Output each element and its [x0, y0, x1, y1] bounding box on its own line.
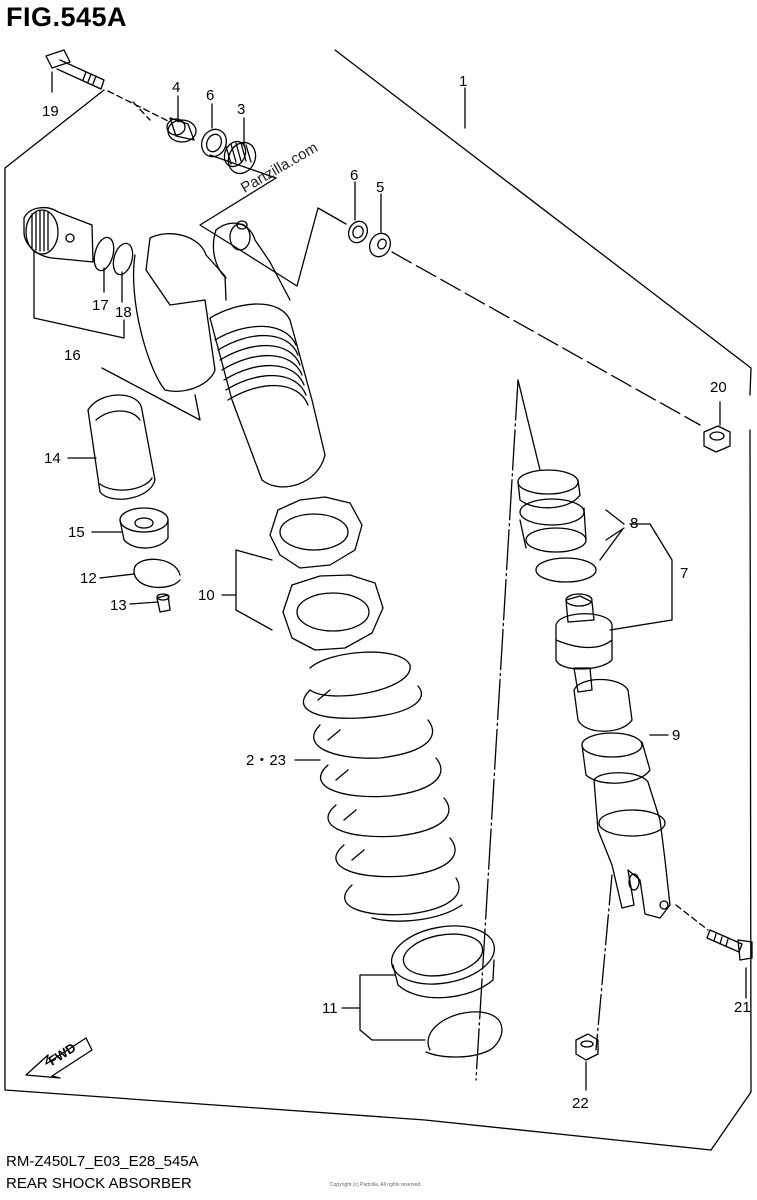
part-13-valve: [156, 593, 171, 613]
callout-6-left: 6: [206, 87, 214, 104]
part-9-bushing: [581, 732, 651, 784]
part-3-bearing: [223, 140, 257, 175]
callout-22: 22: [572, 1095, 589, 1112]
callout-19: 19: [42, 103, 59, 120]
callout-14: 14: [44, 450, 61, 467]
fine-print: Copyright (c) Partzilla. All rights rese…: [330, 1182, 422, 1188]
part-8-bumpers: [517, 469, 597, 583]
callout-15: 15: [68, 524, 85, 541]
callout-11: 11: [322, 1000, 338, 1017]
fwd-arrow: FWD: [25, 1037, 93, 1079]
callout-21: 21: [734, 999, 751, 1016]
callout-17: 17: [92, 297, 109, 314]
part-12-snap-ring: [133, 558, 181, 589]
assembly-frame: [4, 49, 752, 1151]
leader-lines: [33, 71, 747, 1091]
callout-2-23: 2・23: [246, 752, 286, 769]
callout-12: 12: [80, 570, 97, 587]
part-20-nut: [703, 425, 731, 453]
part-17-o-ring: [93, 236, 115, 272]
part-19-bolt: [45, 49, 171, 123]
part-6-seal-right: [347, 220, 369, 244]
part-4-collar: [166, 117, 197, 143]
callout-10: 10: [198, 587, 215, 604]
part-5-washer: [368, 232, 701, 426]
callout-8: 8: [630, 515, 638, 532]
part-18-o-ring: [112, 242, 134, 276]
part-22-nut: [575, 1033, 599, 1061]
shock-body: [132, 220, 326, 488]
part-7-damper-rod: [555, 593, 633, 732]
callout-labels: 1 2・23 3 4 5 6 6 7 8 9 10 11 12 13 14 15…: [42, 73, 751, 1112]
part-16-adjuster: [23, 207, 94, 263]
part-6-seal-left: [200, 128, 228, 158]
callout-5: 5: [376, 179, 384, 196]
callout-18: 18: [115, 304, 132, 321]
part-11-spring-seat: [390, 925, 503, 1058]
part-21-bolt: [706, 929, 753, 961]
callout-13: 13: [110, 597, 127, 614]
part-14-reservoir: [87, 394, 156, 500]
callout-1: 1: [459, 73, 467, 90]
callout-16: 16: [64, 347, 81, 364]
figure-title: FIG.545A: [6, 2, 128, 32]
guide-lines: [475, 379, 709, 1081]
callout-7: 7: [680, 565, 688, 582]
callout-20: 20: [710, 379, 727, 396]
callout-6-right: 6: [350, 167, 358, 184]
lower-clevis: [593, 772, 671, 919]
part-15-cap: [119, 507, 169, 549]
callout-3: 3: [237, 101, 245, 118]
part-10-spring-nuts: [269, 496, 384, 651]
callout-9: 9: [672, 727, 680, 744]
callout-4: 4: [172, 79, 180, 96]
figure-code: RM-Z450L7_E03_E28_545A: [6, 1153, 199, 1170]
figure-name: REAR SHOCK ABSORBER: [6, 1175, 192, 1192]
part-2-23-spring: [302, 651, 463, 922]
